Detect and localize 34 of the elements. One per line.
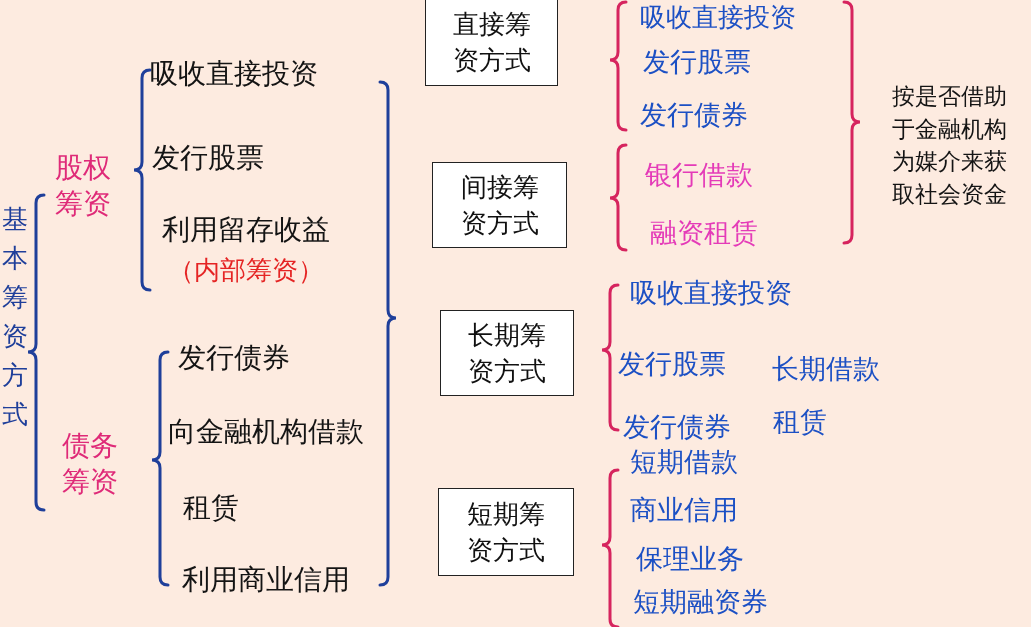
process-box — [432, 162, 567, 248]
list-item-text: 利用商业信用 — [182, 562, 350, 598]
box-label: 长期筹资方式 — [468, 318, 546, 388]
list-item-text: 债务筹资 — [62, 428, 119, 501]
list-item-text: 向金融机构借款 — [168, 414, 364, 450]
list-item-text: 短期借款 — [630, 445, 738, 479]
list-item-text: 发行债券 — [640, 98, 748, 132]
process-box — [440, 310, 574, 396]
process-box — [438, 488, 574, 576]
list-item-text: 租赁 — [183, 490, 239, 526]
list-item-text: 吸收直接投资 — [640, 1, 796, 34]
process-box — [425, 0, 558, 86]
list-item-text: 利用留存收益 — [162, 212, 330, 248]
box-label: 短期筹资方式 — [467, 497, 545, 567]
list-item-text: 发行股票 — [152, 140, 264, 176]
list-item-text: 吸收直接投资 — [150, 56, 318, 92]
list-item-text: 短期融资券 — [633, 585, 768, 619]
list-item-text: 商业信用 — [630, 493, 738, 527]
list-item-text: 按是否借助于金融机构为媒介来获取社会资金 — [892, 82, 1008, 209]
list-item-text: 发行股票 — [643, 45, 751, 79]
list-item-text: 长期借款 — [772, 352, 880, 386]
box-label: 直接筹资方式 — [452, 7, 531, 77]
list-item-text: 保理业务 — [636, 542, 744, 576]
list-item-text: 发行债券 — [178, 340, 290, 376]
vertical-heading: 基本筹资方式 — [2, 203, 28, 431]
box-label: 间接筹资方式 — [460, 170, 539, 240]
list-item-text: 股权筹资 — [55, 150, 112, 223]
list-item-text: （内部筹资） — [168, 254, 324, 287]
list-item-text: 发行股票 — [618, 347, 726, 381]
list-item-text: 银行借款 — [645, 158, 753, 192]
list-item-text: 发行债券 — [623, 410, 731, 444]
list-item-text: 租赁 — [773, 405, 827, 439]
list-item-text: 融资租赁 — [650, 216, 758, 250]
list-item-text: 吸收直接投资 — [630, 276, 792, 310]
